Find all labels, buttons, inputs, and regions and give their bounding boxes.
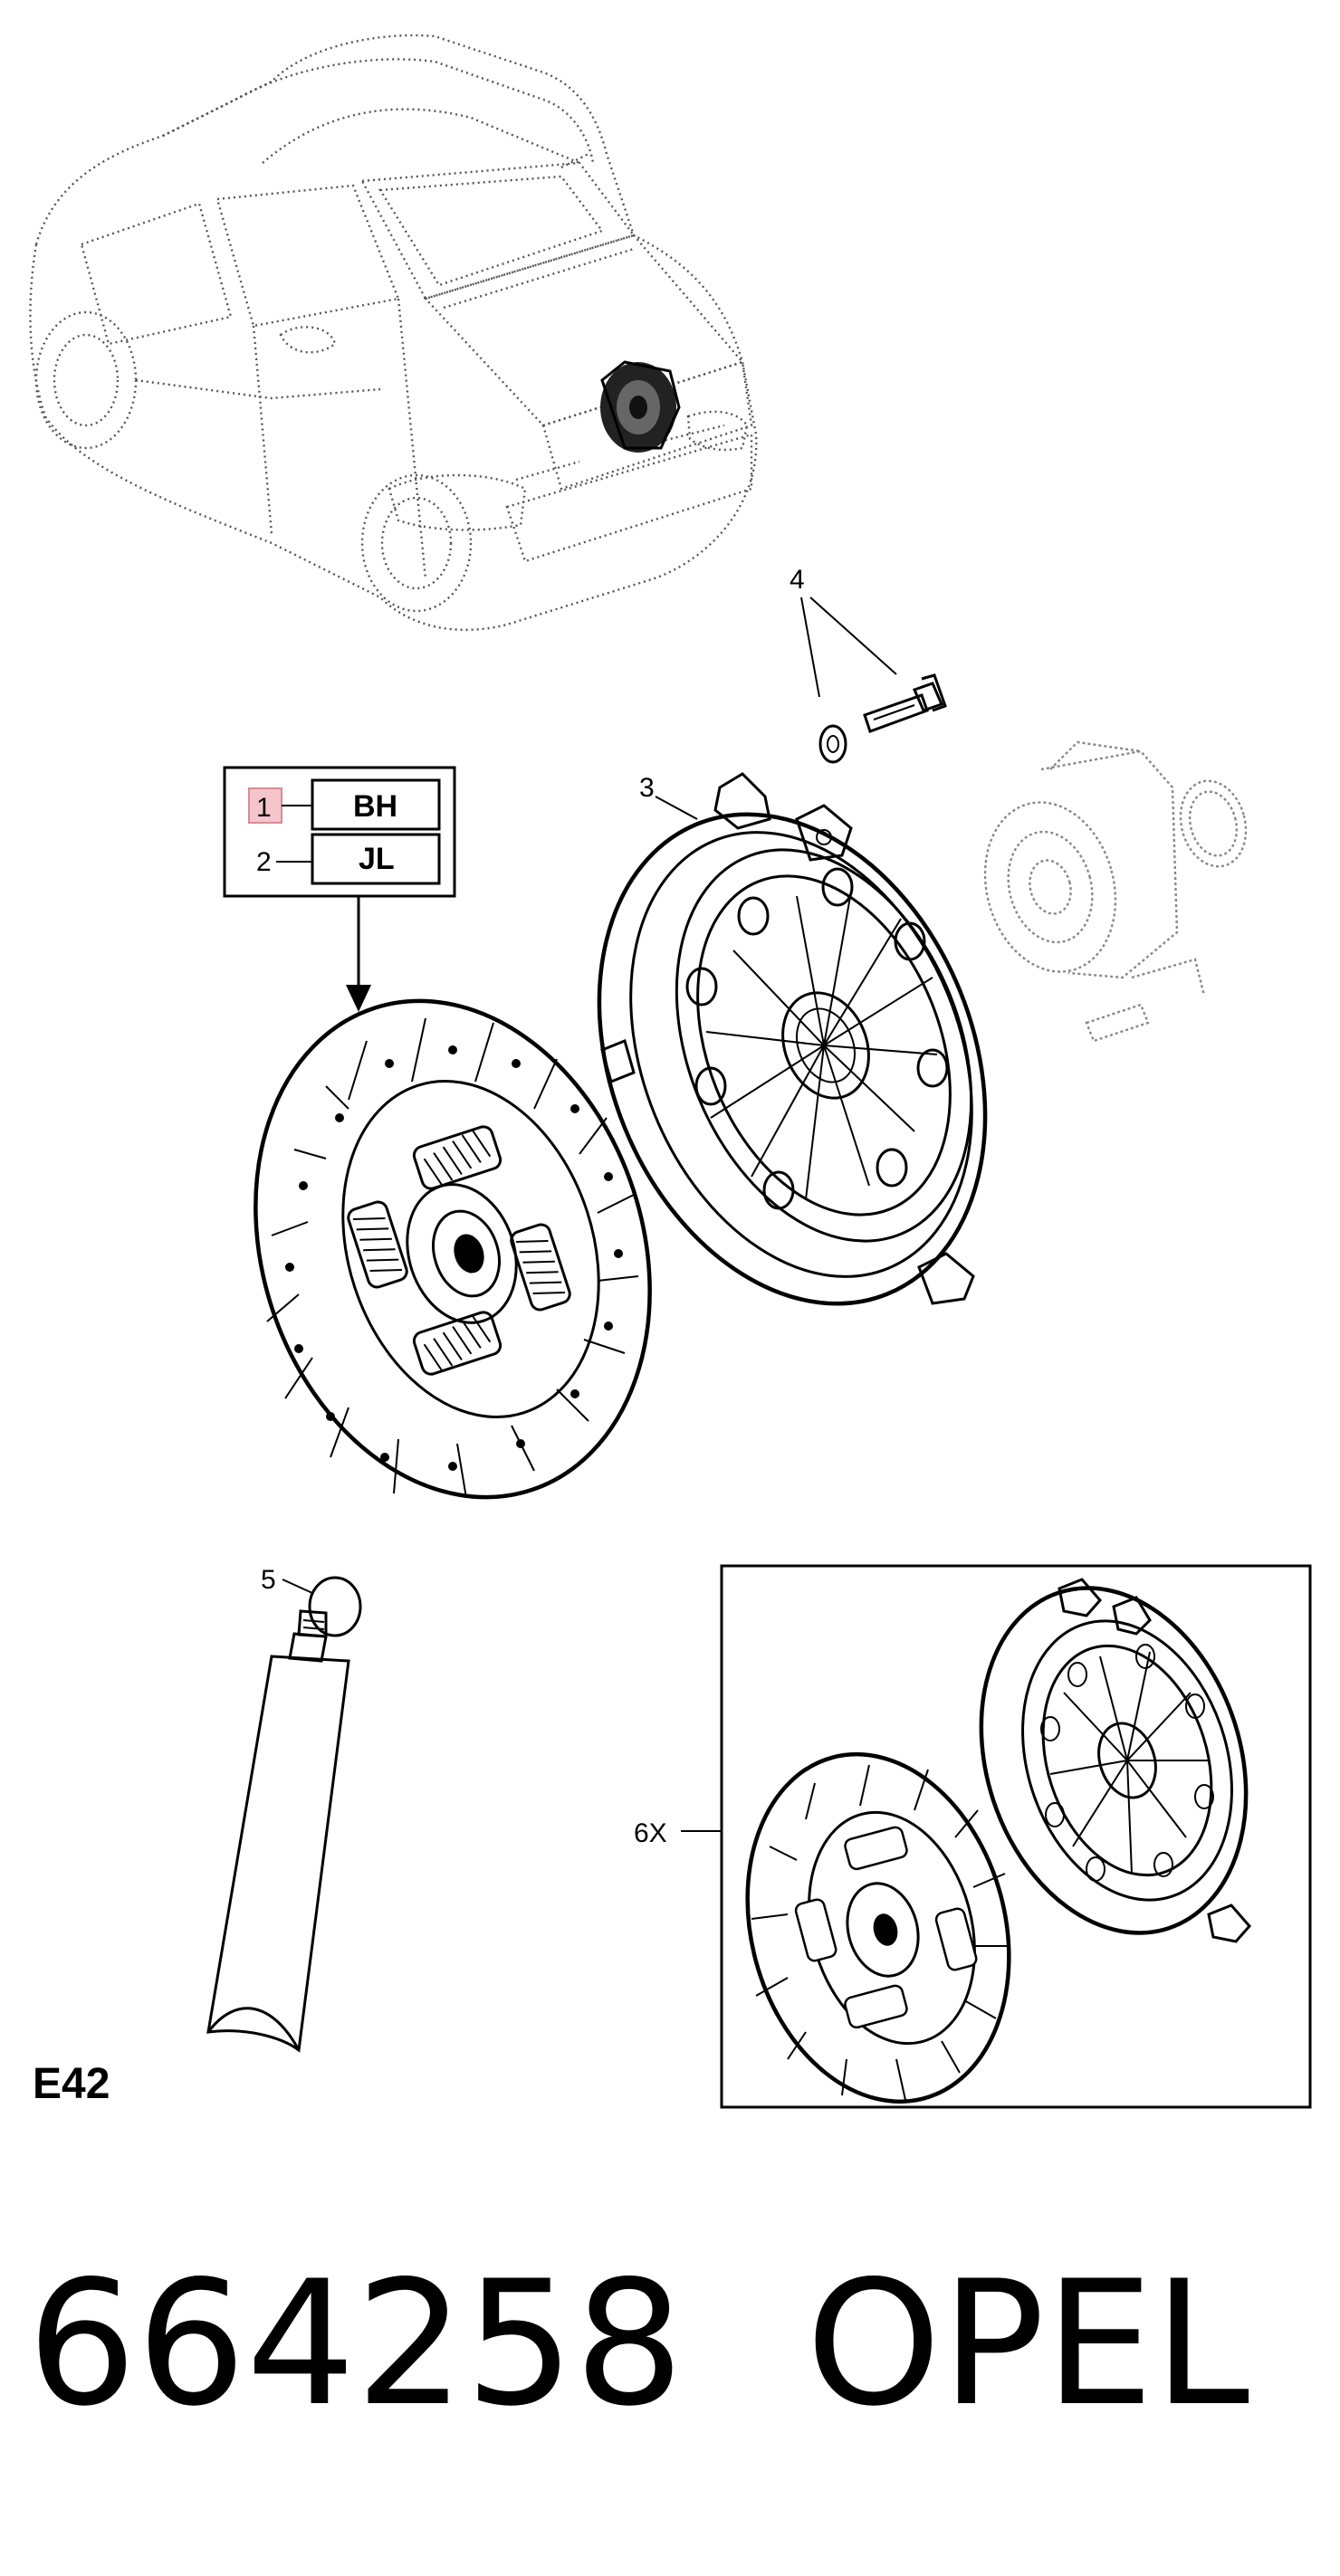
callout-1-label: 1 <box>256 793 272 823</box>
grease-tube-part-5 <box>206 1576 362 2053</box>
variant-code-bh: BH <box>353 789 397 824</box>
section-code: E42 <box>33 2060 110 2108</box>
callout-4-label: 4 <box>790 565 805 595</box>
clutch-kit-part-6x <box>720 1564 1312 2109</box>
callout-2: 2 <box>256 847 312 877</box>
variant-code-jl: JL <box>359 842 395 876</box>
callout-1: 1 <box>248 787 312 824</box>
callout-3-label: 3 <box>639 773 655 803</box>
callout-3: 3 <box>639 773 698 820</box>
callout-6x: 6X <box>634 1818 722 1848</box>
clutch-disc-part-1-2 <box>254 998 652 1500</box>
bolt-part-4 <box>863 673 947 733</box>
callout-4: 4 <box>790 565 897 698</box>
pressure-plate-part-3 <box>597 772 988 1306</box>
callout-6x-label: 6X <box>634 1818 667 1848</box>
clutch-location-marker <box>600 360 681 453</box>
callout-5-label: 5 <box>261 1565 276 1595</box>
variant-code-box: 1 BH 2 JL <box>223 766 456 1012</box>
pointer-arrow-head <box>346 985 371 1012</box>
callout-2-label: 2 <box>256 847 272 877</box>
release-bearing-ghost <box>983 740 1248 1043</box>
callout-5: 5 <box>261 1565 313 1595</box>
brand-name: OPEL <box>806 2244 1249 2444</box>
car-locator-illustration <box>29 33 758 631</box>
part-number: 664258 <box>27 2244 684 2444</box>
washer-part-4 <box>818 724 847 764</box>
